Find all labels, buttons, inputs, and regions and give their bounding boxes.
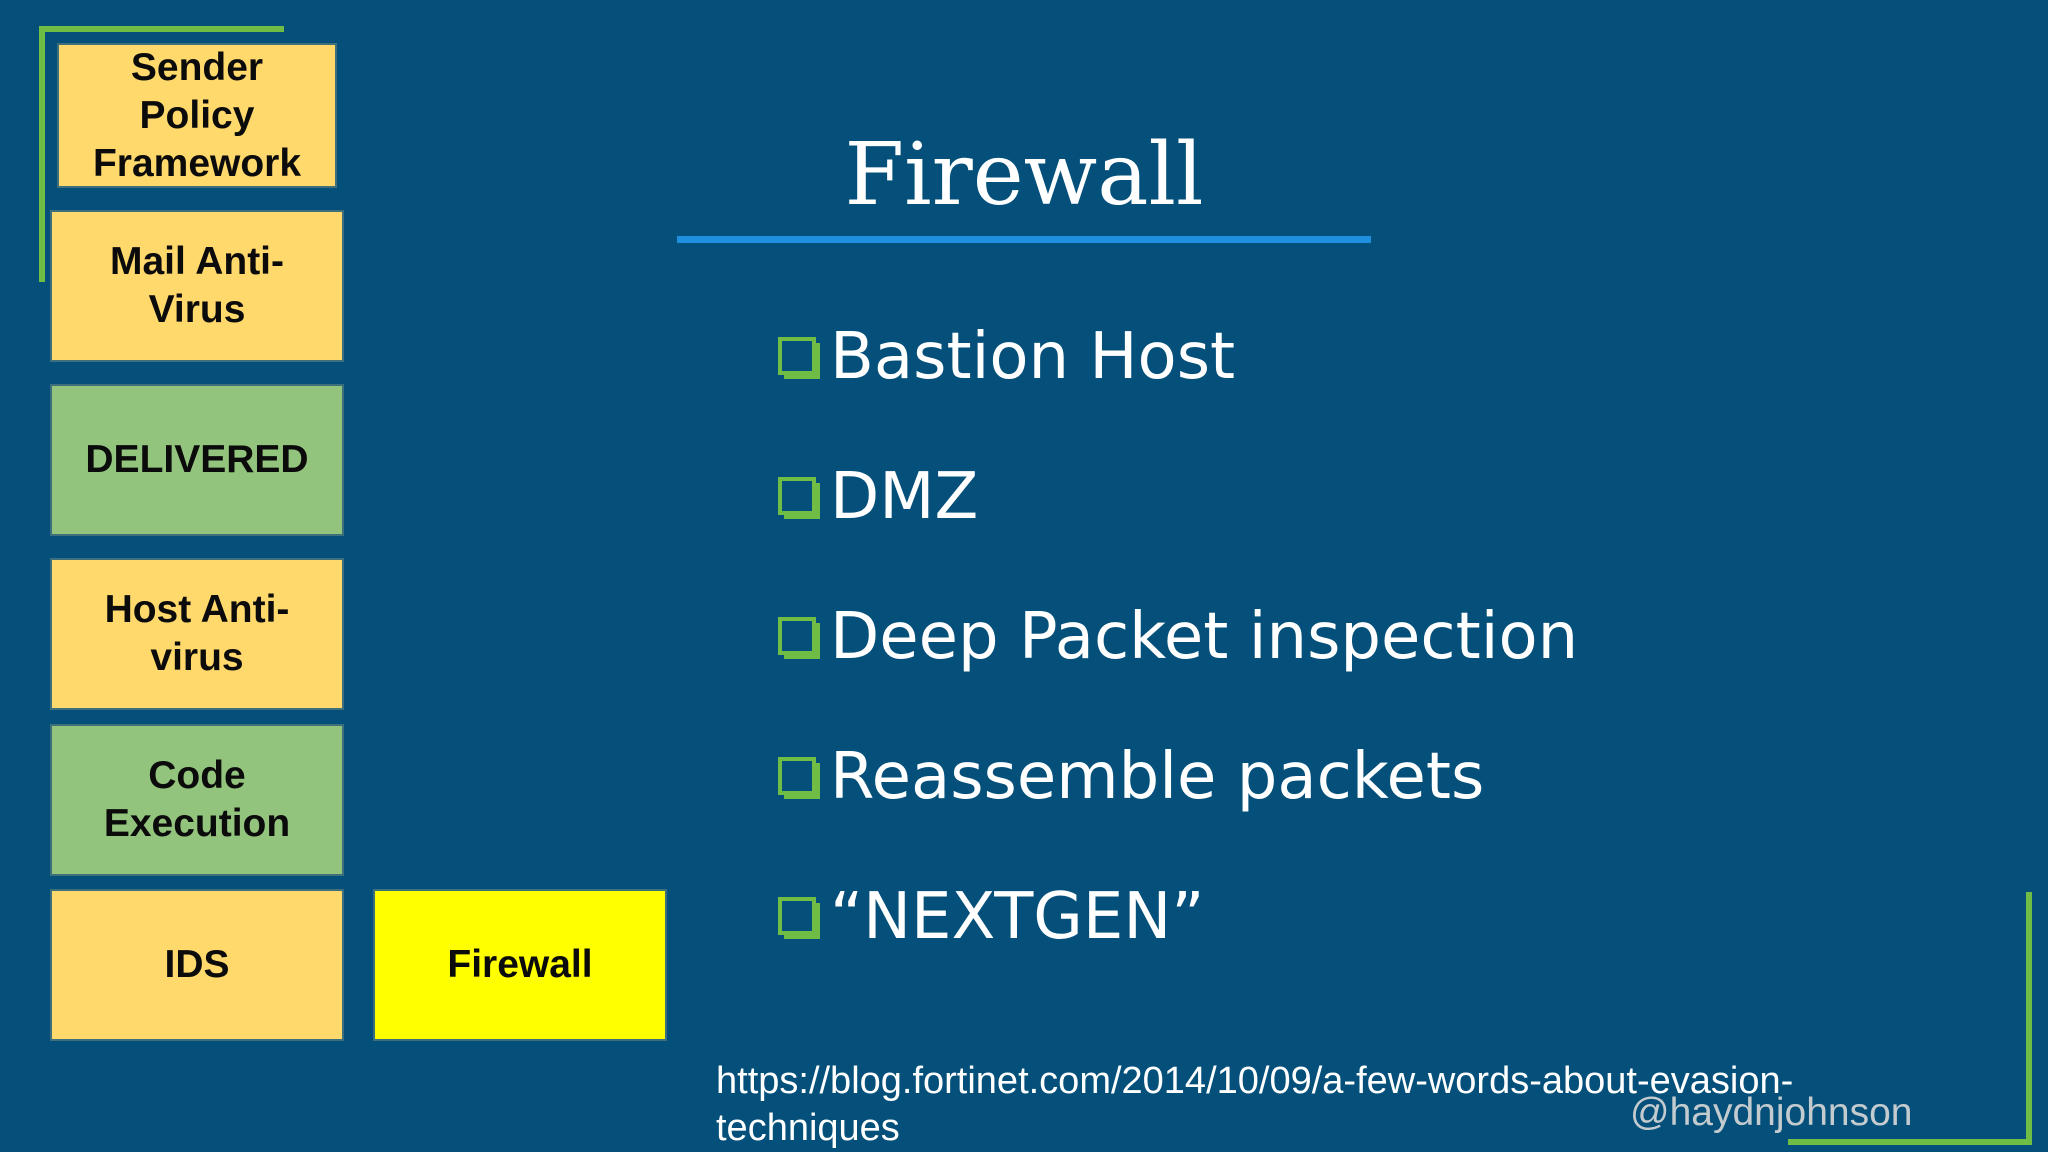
bullet-item: Deep Packet inspection [776, 597, 1578, 737]
corner-bracket-bottom-right-vertical [2026, 892, 2032, 1145]
flow-box-code-execution: Code Execution [50, 724, 344, 876]
author-handle: @haydnjohnson [1630, 1091, 1913, 1134]
source-link[interactable]: https://blog.fortinet.com/2014/10/09/a-f… [716, 1060, 1794, 1149]
checkbox-icon [776, 615, 824, 663]
flow-box-ids: IDS [50, 889, 344, 1041]
flow-box-mail-anti-virus: Mail Anti- Virus [50, 210, 344, 362]
bullet-item: Reassemble packets [776, 737, 1578, 877]
bullet-item: DMZ [776, 457, 1578, 597]
bullet-text: “NEXTGEN” [830, 880, 1205, 954]
checkbox-icon [776, 335, 824, 383]
checkbox-icon [776, 755, 824, 803]
flow-box-delivered: DELIVERED [50, 384, 344, 536]
bullet-text: Deep Packet inspection [830, 600, 1579, 674]
bullet-text: DMZ [830, 460, 979, 534]
corner-bracket-top-left [39, 26, 284, 32]
corner-bracket-top-left-vertical [39, 26, 45, 282]
bullet-list: Bastion Host DMZ Deep Packet inspection … [776, 317, 1578, 1017]
flow-box-firewall: Firewall [373, 889, 667, 1041]
slide-title: Firewall [844, 125, 1204, 225]
bullet-text: Bastion Host [830, 320, 1236, 394]
checkbox-icon [776, 475, 824, 523]
title-underline [677, 236, 1371, 243]
flow-box-host-anti-virus: Host Anti- virus [50, 558, 344, 710]
bullet-item: “NEXTGEN” [776, 877, 1578, 1017]
bullet-text: Reassemble packets [830, 740, 1485, 814]
corner-bracket-bottom-right [1788, 1139, 2032, 1145]
flow-box-sender-policy-framework: Sender Policy Framework [57, 43, 337, 188]
checkbox-icon [776, 895, 824, 943]
bullet-item: Bastion Host [776, 317, 1578, 457]
